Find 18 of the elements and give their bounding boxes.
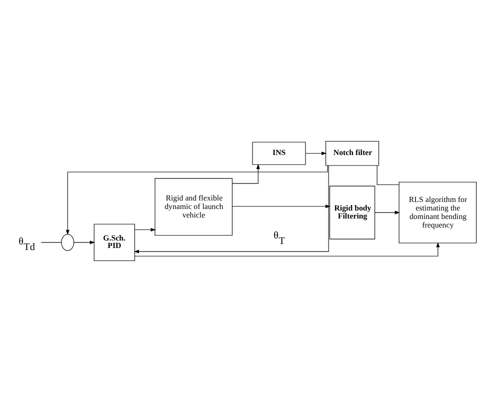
node-box: RLS algorithm for estimating the dominant bending frequency: [398, 182, 477, 244]
arrow: [134, 228, 156, 232]
arrow: [134, 242, 440, 256]
node-box: G.Sch. PID: [94, 224, 135, 262]
connector: [376, 165, 400, 186]
arrow: [74, 240, 95, 244]
arrow: [232, 204, 331, 208]
arrow: [134, 165, 329, 254]
node-box: Rigid body Filtering: [329, 186, 376, 240]
arrow: [66, 165, 328, 235]
connector: [40, 242, 62, 243]
arrow: [374, 210, 400, 214]
arrow: [305, 152, 327, 156]
node-circle: [61, 234, 74, 251]
node-box: INS: [252, 142, 306, 165]
arrow: [232, 164, 260, 184]
node-box: Rigid and flexible dynamic of launch vehicle: [154, 178, 232, 236]
node-box: Notch filter: [326, 140, 380, 166]
